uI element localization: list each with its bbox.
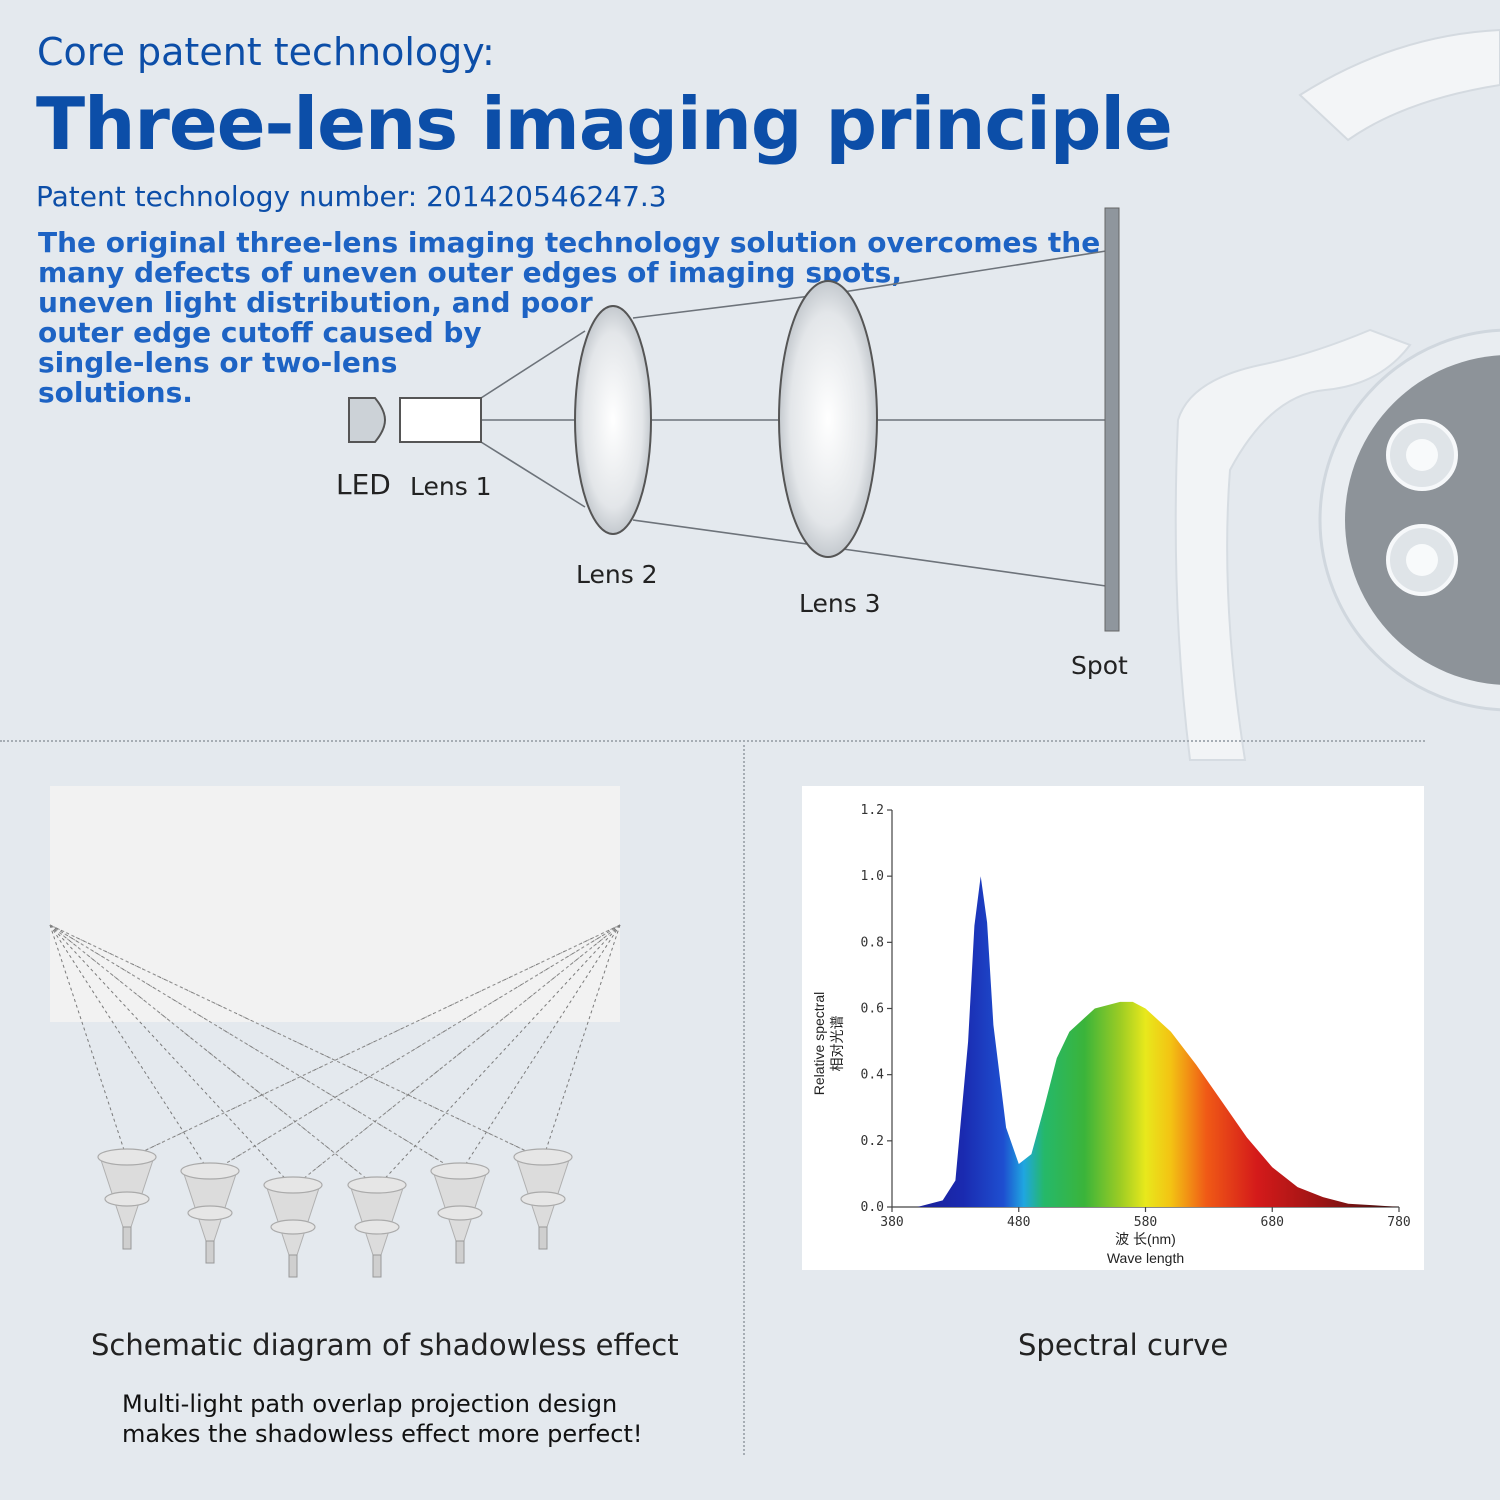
y-tick-label: 1.0: [861, 869, 884, 884]
x-tick-label: 680: [1261, 1215, 1284, 1230]
lens-diagram: [348, 207, 1120, 632]
x-tick-label: 480: [1007, 1215, 1030, 1230]
lamp-decoration: [1174, 28, 1500, 761]
lens1-label: Lens 1: [410, 472, 492, 501]
lens3-label: Lens 3: [799, 589, 881, 618]
y-axis-label-en: Relative spectral: [811, 992, 827, 1096]
led-icon: [348, 397, 387, 443]
y-tick-label: 0.6: [861, 1002, 884, 1017]
description-line: solutions.: [38, 376, 193, 409]
kicker-text: Core patent technology:: [37, 30, 495, 74]
page-title: Three-lens imaging principle: [36, 82, 1173, 166]
vertical-divider: [743, 745, 745, 1455]
description-line: single-lens or two-lens: [38, 346, 398, 379]
spectral-caption: Spectral curve: [1018, 1328, 1229, 1362]
y-axis-label-cn: 相对光谱: [829, 1016, 845, 1072]
lamp-head-icon: [263, 1176, 323, 1278]
lamp-head-icon: [180, 1162, 240, 1264]
lens2-icon: [574, 305, 652, 535]
y-tick-label: 0.8: [861, 935, 884, 950]
shadowless-diagram: [49, 786, 621, 1278]
spot-screen: [1104, 207, 1120, 632]
x-tick-label: 780: [1387, 1215, 1410, 1230]
y-tick-label: 1.2: [861, 803, 884, 818]
lamp-head-icon: [430, 1162, 490, 1264]
spectral-chart: 0.0 0.2 0.4 0.6 0.8 1.0 1.2 380 480 580 680 780 波 长(…: [811, 803, 1411, 1266]
shadowless-note-line: Multi-light path overlap projection desi…: [122, 1390, 618, 1418]
y-tick-label: 0.2: [861, 1134, 884, 1149]
spectrum-area: [917, 876, 1399, 1207]
description-line: many defects of uneven outer edges of im…: [38, 256, 902, 289]
y-tick-label: 0.4: [861, 1068, 885, 1083]
y-tick-label: 0.0: [861, 1200, 884, 1215]
horizontal-divider: [0, 740, 1425, 742]
description-line: uneven light distribution, and poor: [38, 286, 593, 319]
shadowless-caption: Schematic diagram of shadowless effect: [91, 1328, 679, 1362]
x-axis-label-cn: 波 长(nm): [1115, 1231, 1176, 1247]
description-line: outer edge cutoff caused by: [38, 316, 482, 349]
lamp-head-icon: [513, 1148, 573, 1250]
description-line: The original three-lens imaging technolo…: [38, 226, 1101, 259]
shadowless-note-line: makes the shadowless effect more perfect…: [122, 1420, 643, 1448]
lens2-label: Lens 2: [576, 560, 658, 589]
x-axis-label-en: Wave length: [1107, 1250, 1184, 1266]
spectral-chart-panel: 0.0 0.2 0.4 0.6 0.8 1.0 1.2 380 480 580 680 780 波 长(…: [802, 786, 1424, 1270]
spot-label: Spot: [1071, 651, 1128, 680]
lens1-icon: [399, 397, 482, 443]
lamp-head-icon: [347, 1176, 407, 1278]
led-label: LED: [336, 468, 391, 501]
lens3-icon: [778, 280, 878, 558]
patent-number: Patent technology number: 201420546247.3: [36, 180, 667, 213]
x-tick-label: 380: [880, 1215, 903, 1230]
lamp-head-icon: [97, 1148, 157, 1250]
x-tick-label: 580: [1134, 1215, 1157, 1230]
